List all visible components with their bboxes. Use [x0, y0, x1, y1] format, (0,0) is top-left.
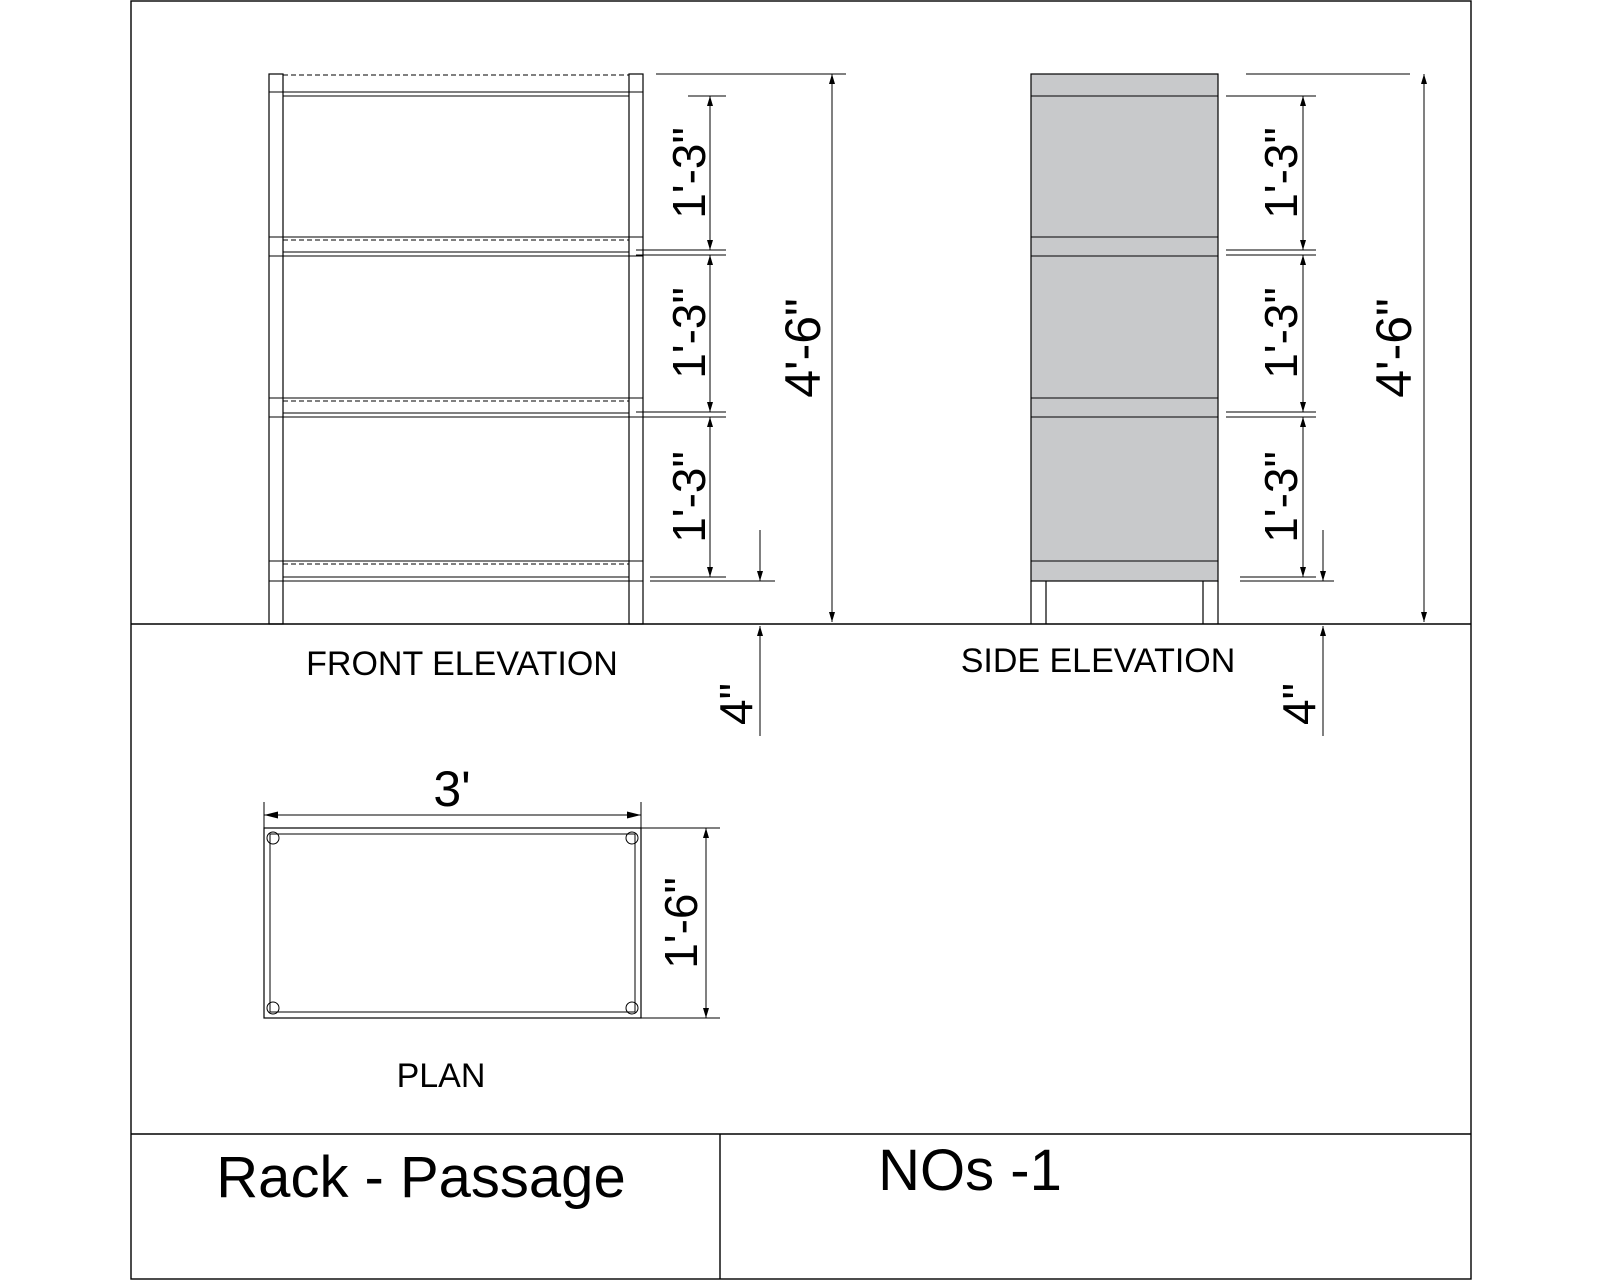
front-shelf [269, 560, 643, 582]
plan-post [266, 831, 280, 845]
front-shelf [269, 397, 643, 418]
quantity-label: NOs -1 [878, 1138, 1062, 1203]
plan-outline [263, 827, 642, 1019]
title-block: Rack - Passage NOs -1 [216, 1138, 1062, 1210]
plan-post [625, 1001, 639, 1015]
dim-overall-height: 4'-6" [1366, 298, 1422, 398]
front-shelf [269, 74, 643, 97]
drawing-title: Rack - Passage [216, 1145, 625, 1210]
plan-label: PLAN [397, 1057, 486, 1095]
plan-view: 3' 1'-6" PLAN [263, 761, 720, 1095]
front-elevation-label: FRONT ELEVATION [306, 645, 618, 683]
front-elevation: 1'-3" 1'-3" 1'-3" 4'-6" 4" FRONT ELEVATI… [268, 73, 846, 736]
side-elevation: 1'-3" 1'-3" 1'-3" 4'-6" 4" SIDE ELEVATIO… [961, 73, 1427, 736]
dim-overall-height: 4'-6" [775, 298, 831, 398]
dim-plan-depth: 1'-6" [655, 877, 707, 969]
dim-leg-height: 4" [1273, 683, 1325, 725]
side-panel [1030, 73, 1219, 582]
dim-shelf-top: 1'-3" [663, 127, 715, 219]
dim-shelf-mid: 1'-3" [1255, 287, 1307, 379]
dim-shelf-bottom: 1'-3" [1255, 451, 1307, 543]
dim-shelf-bottom: 1'-3" [663, 451, 715, 543]
side-elevation-label: SIDE ELEVATION [961, 642, 1236, 680]
front-left-post [268, 73, 284, 625]
front-right-post [628, 73, 644, 625]
side-legs [1030, 581, 1219, 624]
dim-leg-height: 4" [710, 683, 762, 725]
front-shelf [269, 236, 643, 257]
plan-post [266, 1001, 280, 1015]
dim-plan-width: 3' [433, 761, 470, 817]
plan-post [625, 831, 639, 845]
dim-shelf-top: 1'-3" [1255, 127, 1307, 219]
sheet-border [130, 0, 1472, 1280]
dim-shelf-mid: 1'-3" [663, 287, 715, 379]
